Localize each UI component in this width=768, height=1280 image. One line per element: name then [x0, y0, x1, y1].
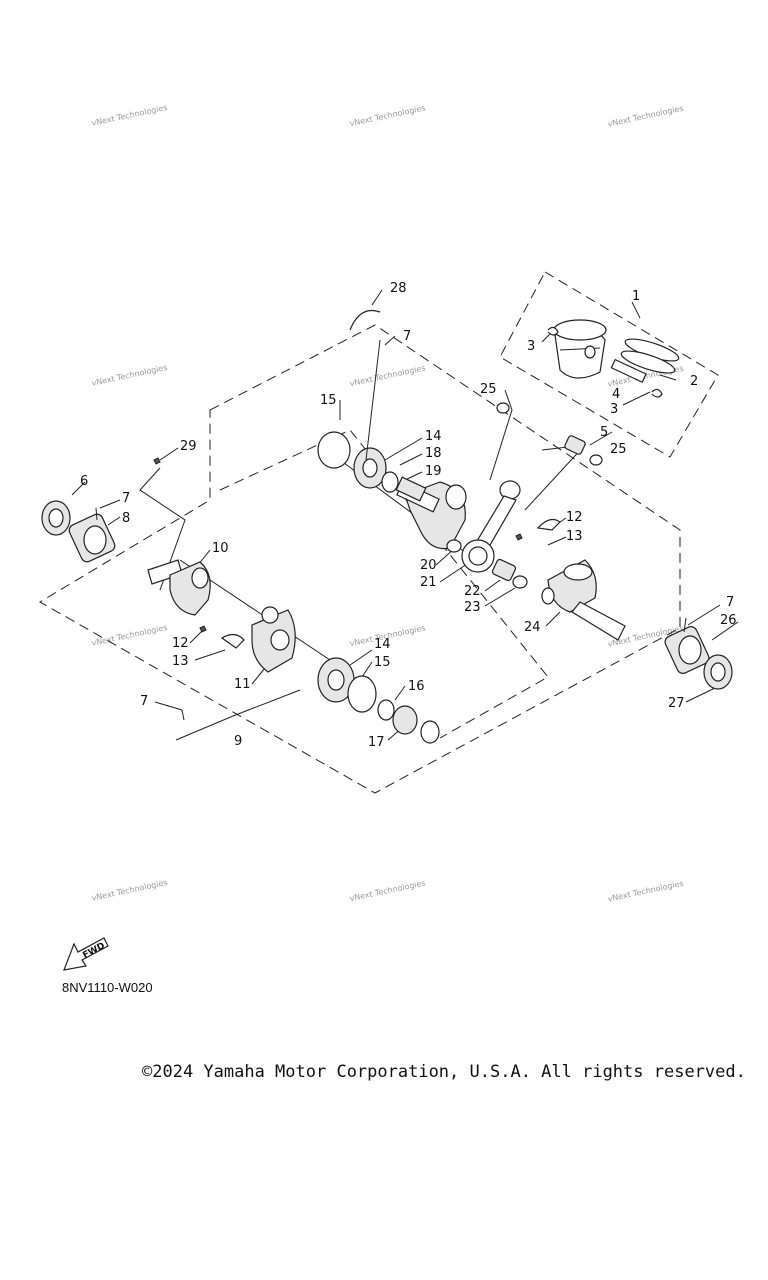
callout-label: 16 — [408, 679, 425, 694]
dowel-pin — [181, 709, 185, 721]
watermark: vNext Technologies — [91, 363, 168, 388]
callout-label: 1 — [632, 289, 640, 304]
callout-label: 7 — [140, 694, 148, 709]
callout-label: 11 — [234, 677, 251, 692]
thrust-washer-2 — [512, 575, 528, 589]
fwd-arrow-icon: FWD — [63, 937, 109, 971]
callout-label: 9 — [234, 734, 242, 749]
crankshaft-group-outline — [39, 324, 681, 794]
parts: FWD — [41, 309, 733, 971]
pin-left — [199, 625, 207, 633]
washer — [496, 402, 510, 414]
callout-label: 27 — [668, 696, 685, 711]
callout-label: 24 — [524, 620, 541, 635]
crank-pin — [515, 518, 561, 541]
oil-seal-top — [317, 431, 351, 469]
oil-seal-right-inner — [710, 662, 726, 682]
thrust-washer — [446, 539, 462, 553]
needle-bearing-large — [491, 558, 517, 582]
callout-label: 25 — [610, 442, 627, 457]
watermark: vNext Technologies — [607, 879, 684, 904]
circlip-top — [349, 309, 381, 331]
connecting-rod — [461, 480, 521, 573]
watermark: vNext Technologies — [91, 878, 168, 903]
callout-label: 22 — [464, 584, 481, 599]
callout-label: 2 — [690, 374, 698, 389]
watermark: vNext Technologies — [349, 103, 426, 128]
callout-label: 7 — [726, 595, 734, 610]
callout-label: 15 — [374, 655, 391, 670]
bearing-bottom — [317, 657, 355, 703]
watermarks: vNext Technologies vNext Technologies vN… — [91, 103, 685, 904]
callout-labels: 1 2 3 3 4 5 6 7 7 7 7 8 9 10 11 12 12 13… — [80, 281, 737, 750]
watermark: vNext Technologies — [607, 104, 684, 129]
callout-label: 8 — [122, 511, 130, 526]
callout-label: 15 — [320, 393, 337, 408]
o-ring-bottom — [377, 699, 395, 721]
crankshaft-left — [147, 559, 211, 616]
callout-label: 26 — [720, 613, 737, 628]
oil-seal-bottom — [347, 675, 377, 713]
diagram-code: 8NV1110-W020 — [62, 980, 153, 995]
callout-label: 23 — [464, 600, 481, 615]
bearing-left — [68, 513, 116, 563]
callout-label: 4 — [612, 387, 620, 402]
callout-label: 12 — [172, 636, 189, 651]
crankshaft-inner-outline — [219, 429, 549, 739]
watermark: vNext Technologies — [349, 363, 426, 388]
bearing-right — [664, 626, 710, 674]
dowel-pin — [683, 617, 687, 633]
piston-pin — [610, 358, 647, 383]
callout-label: 5 — [600, 425, 608, 440]
callout-label: 18 — [425, 446, 442, 461]
o-ring — [381, 471, 399, 493]
circlip — [651, 388, 663, 398]
needle-bearing-small — [564, 435, 586, 455]
oil-seal-left-inner — [48, 508, 64, 528]
callout-label: 19 — [425, 464, 442, 479]
callout-label: 13 — [566, 529, 583, 544]
callout-label: 25 — [480, 382, 497, 397]
crank-web-left — [251, 606, 296, 673]
leader-lines — [71, 289, 739, 741]
callout-label: 7 — [403, 329, 411, 344]
watermark: vNext Technologies — [91, 623, 168, 648]
spline-shaft — [395, 476, 427, 502]
group-9-outline — [175, 689, 301, 741]
callout-label: 10 — [212, 541, 229, 556]
callout-label: 17 — [368, 735, 385, 750]
callout-label: 6 — [80, 474, 88, 489]
callout-label: 29 — [180, 439, 197, 454]
watermark: vNext Technologies — [91, 103, 168, 128]
callout-label: 7 — [122, 491, 130, 506]
bearing-top-inner — [362, 458, 378, 478]
piston-group-outline — [499, 271, 719, 458]
collar-bottom — [420, 720, 440, 744]
callout-label: 21 — [420, 575, 437, 590]
piston — [553, 319, 607, 379]
gear-bottom — [392, 705, 418, 735]
dowel-pin — [95, 507, 98, 521]
washer — [589, 454, 603, 466]
crankshaft-right — [541, 559, 626, 641]
circlip — [547, 326, 559, 336]
copyright-notice: ©2024 Yamaha Motor Corporation, U.S.A. A… — [142, 1062, 746, 1082]
pin-29 — [153, 457, 161, 465]
callout-label: 14 — [374, 637, 391, 652]
callout-label: 12 — [566, 510, 583, 525]
piston-ring — [620, 350, 676, 374]
callout-label: 3 — [527, 339, 535, 354]
callout-label: 28 — [390, 281, 407, 296]
callout-label: 13 — [172, 654, 189, 669]
crank-pin-left — [220, 633, 245, 649]
group-outlines — [39, 271, 719, 794]
watermark: vNext Technologies — [349, 878, 426, 903]
callout-label: 20 — [420, 558, 437, 573]
callout-label: 3 — [610, 402, 618, 417]
callout-label: 14 — [425, 429, 442, 444]
dowel-pin — [365, 339, 381, 461]
